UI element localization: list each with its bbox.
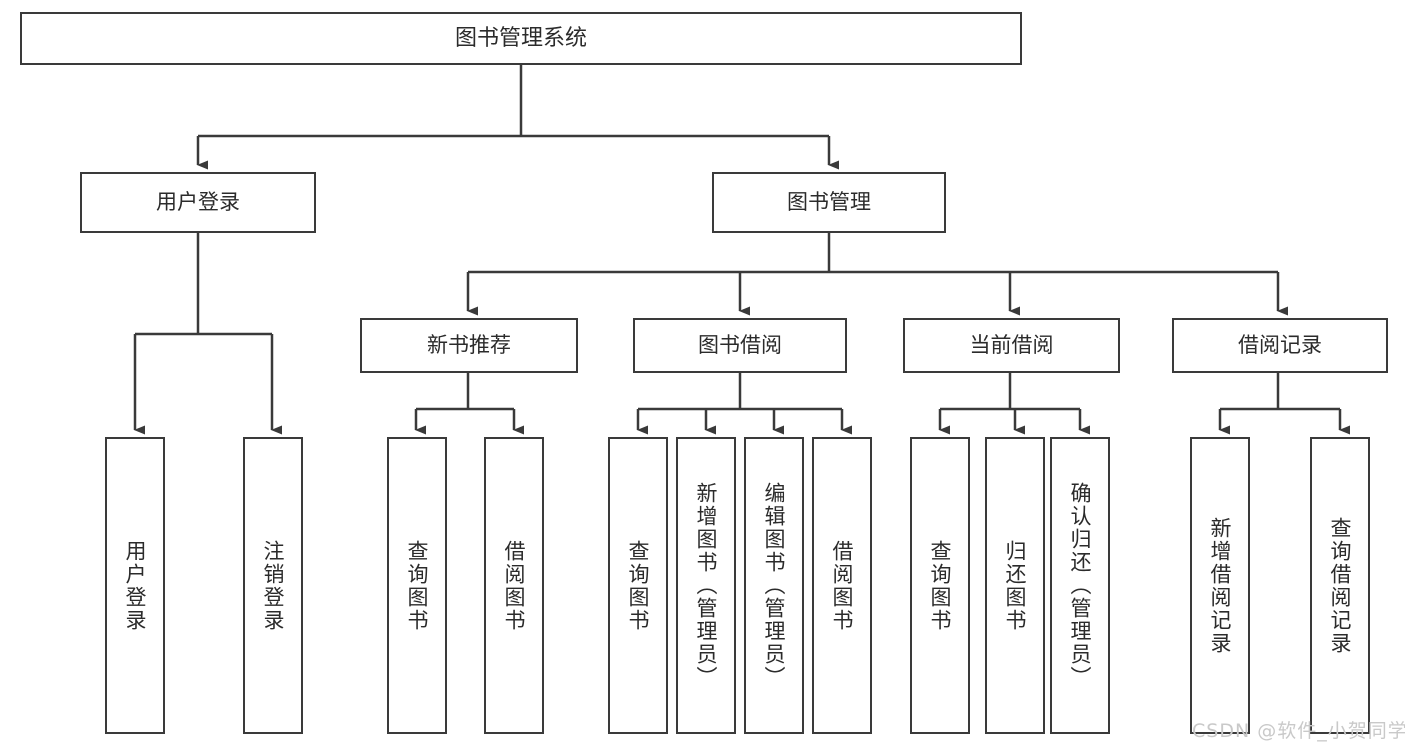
node-book-borrow[interactable]: 图书借阅	[633, 318, 847, 373]
leaf-user-login[interactable]: 用户登录	[105, 437, 165, 734]
leaf-logout-label: 注销登录	[261, 539, 286, 632]
leaf-query-borrow-record-label: 查询借阅记录	[1328, 516, 1353, 655]
leaf-edit-book-admin[interactable]: 编辑图书（管理员）	[744, 437, 804, 734]
leaf-add-book-admin[interactable]: 新增图书（管理员）	[676, 437, 736, 734]
node-user-login-label: 用户登录	[156, 190, 240, 215]
node-user-login[interactable]: 用户登录	[80, 172, 316, 233]
leaf-borrow-book[interactable]: 借阅图书	[812, 437, 872, 734]
leaf-confirm-return-admin[interactable]: 确认归还（管理员）	[1050, 437, 1110, 734]
leaf-query-book-recommend-label: 查询图书	[405, 539, 430, 632]
node-root-label: 图书管理系统	[454, 25, 587, 51]
leaf-add-borrow-record[interactable]: 新增借阅记录	[1190, 437, 1250, 734]
leaf-query-book-borrow-label: 查询图书	[626, 539, 651, 632]
leaf-query-book-borrow[interactable]: 查询图书	[608, 437, 668, 734]
leaf-return-book[interactable]: 归还图书	[985, 437, 1045, 734]
leaf-borrow-book-label: 借阅图书	[830, 539, 855, 632]
node-borrow-record-label: 借阅记录	[1238, 333, 1322, 358]
leaf-query-book-current-label: 查询图书	[928, 539, 953, 632]
node-book-management[interactable]: 图书管理	[712, 172, 946, 233]
leaf-borrow-book-recommend-label: 借阅图书	[502, 539, 527, 632]
node-current-borrow[interactable]: 当前借阅	[903, 318, 1120, 373]
leaf-user-login-label: 用户登录	[123, 539, 148, 632]
leaf-confirm-return-admin-label: 确认归还（管理员）	[1068, 482, 1093, 689]
node-borrow-record[interactable]: 借阅记录	[1172, 318, 1388, 373]
leaf-query-borrow-record[interactable]: 查询借阅记录	[1310, 437, 1370, 734]
leaf-add-book-admin-label: 新增图书（管理员）	[694, 482, 719, 689]
node-new-book-recommend-label: 新书推荐	[427, 333, 511, 358]
node-book-management-label: 图书管理	[787, 190, 871, 215]
node-book-borrow-label: 图书借阅	[698, 333, 782, 358]
csdn-watermark: CSDN @软件_小贺同学	[1192, 720, 1405, 742]
leaf-return-book-label: 归还图书	[1003, 539, 1028, 632]
leaf-query-book-recommend[interactable]: 查询图书	[387, 437, 447, 734]
node-new-book-recommend[interactable]: 新书推荐	[360, 318, 578, 373]
leaf-edit-book-admin-label: 编辑图书（管理员）	[762, 482, 787, 689]
leaf-logout[interactable]: 注销登录	[243, 437, 303, 734]
leaf-add-borrow-record-label: 新增借阅记录	[1208, 516, 1233, 655]
leaf-borrow-book-recommend[interactable]: 借阅图书	[484, 437, 544, 734]
node-current-borrow-label: 当前借阅	[969, 333, 1054, 358]
leaf-query-book-current[interactable]: 查询图书	[910, 437, 970, 734]
node-root[interactable]: 图书管理系统	[20, 12, 1022, 65]
